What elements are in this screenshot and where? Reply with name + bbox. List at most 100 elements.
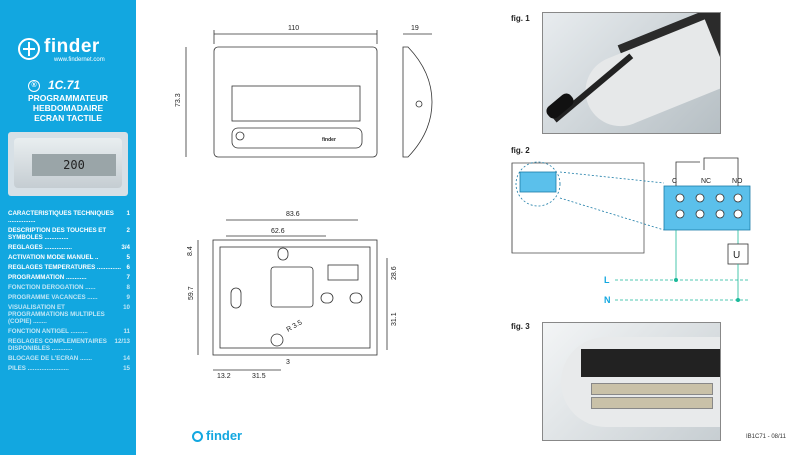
toc-item-label: VISUALISATION ET PROGRAMMATIONS MULTIPLE… — [8, 304, 105, 325]
dim-width-label: 110 — [288, 25, 299, 32]
front-button — [235, 131, 245, 141]
front-screen-outline — [231, 85, 361, 122]
finder-logo-icon — [18, 38, 40, 60]
brand-name: finder — [44, 36, 100, 57]
terminal-block — [327, 264, 359, 281]
side-outline — [402, 46, 433, 158]
toc-item-page: 7 — [126, 274, 130, 281]
registered-icon: ® — [28, 79, 40, 92]
mount-slot-right — [349, 292, 363, 304]
toc-item[interactable]: FONCTION ANTIGEL .......... 11 — [8, 328, 130, 335]
mount-slot-mid — [320, 292, 334, 304]
back-inner-outline — [219, 246, 371, 349]
toc-item-label: REGLAGES COMPLEMENTAIRES DISPONIBLES ...… — [8, 338, 107, 352]
toc-item-page: 10 — [123, 304, 130, 311]
toc-item[interactable]: VISUALISATION ET PROGRAMMATIONS MULTIPLE… — [8, 304, 130, 325]
front-outline — [213, 46, 378, 158]
back-outline — [212, 239, 378, 356]
dim-31-label: 31.1 — [391, 312, 398, 326]
side-screw — [415, 100, 423, 108]
title-line: ECRAN TACTILE — [34, 113, 102, 123]
screw-hole — [270, 333, 284, 347]
dim-59-label: 59.7 — [188, 286, 195, 300]
toc-item-label: PROGRAMME VACANCES ...... — [8, 294, 98, 301]
dim-28-label: 28.6 — [391, 266, 398, 280]
toc-item-page: 15 — [123, 365, 130, 372]
toc-item[interactable]: DESCRIPTION DES TOUCHES ET SYMBOLES ....… — [8, 227, 130, 241]
terminal-nc-label: NC — [701, 178, 711, 185]
toc-item[interactable]: ACTIVATION MODE MANUEL ..5 — [8, 254, 130, 261]
footer-logo: finder — [192, 428, 242, 443]
model-number: ® 1C.71 — [28, 78, 80, 92]
title-line: PROGRAMMATEUR — [27, 93, 109, 103]
finder-logo-icon — [192, 431, 203, 443]
sidebar: finder www.findernet.com ® 1C.71 PROGRAMM… — [0, 0, 136, 455]
battery-icon — [591, 397, 713, 409]
front-view-drawing — [185, 30, 433, 158]
back-view-drawing — [197, 219, 388, 371]
table-of-contents: CARACTERISTIQUES TECHNIQUES ............… — [8, 210, 130, 375]
toc-item[interactable]: BLOCAGE DE L'ECRAN ....... 14 — [8, 355, 130, 362]
front-base-outline — [231, 127, 363, 149]
toc-item-page: 14 — [123, 355, 130, 362]
toc-item-label: FONCTION ANTIGEL .......... — [8, 328, 88, 335]
neutral-n-label: N — [604, 295, 611, 305]
mount-slot-top — [277, 247, 289, 261]
small-terminal — [519, 171, 557, 193]
product-title: PROGRAMMATEUR HEBDOMADAIRE ECRAN TACTILE — [0, 93, 136, 123]
device-photo: 200 — [8, 132, 128, 196]
toc-item-label: REGLAGES TEMPERATURES .............. — [8, 264, 121, 271]
back-window — [270, 266, 314, 308]
terminal-no-label: NO — [732, 178, 743, 185]
toc-item-label: REGLAGES ................ — [8, 244, 72, 251]
brand-url: www.findernet.com — [54, 57, 105, 63]
zoom-circle — [515, 161, 561, 207]
dim-13-label: 13.2 — [217, 373, 231, 380]
model-label: 1C.71 — [48, 78, 81, 92]
toc-item[interactable]: PROGRAMME VACANCES ...... 9 — [8, 294, 130, 301]
toc-item[interactable]: REGLAGES TEMPERATURES ..............6 — [8, 264, 130, 271]
toc-item-label: DESCRIPTION DES TOUCHES ET SYMBOLES ....… — [8, 227, 107, 241]
battery-icon — [591, 383, 713, 395]
load-u-label: U — [733, 250, 740, 261]
toc-item-label: FONCTION DEROGATION ...... — [8, 284, 96, 291]
toc-item-label: PILES ........................ — [8, 365, 69, 372]
toc-item[interactable]: PILES ........................ 15 — [8, 365, 130, 372]
fig3-label: fig. 3 — [511, 322, 530, 331]
footer-brand-name: finder — [206, 428, 243, 443]
wiring-diagram — [511, 157, 751, 302]
toc-item-label: PROGRAMMATION ............ — [8, 274, 87, 281]
toc-item-page: 5 — [126, 254, 130, 261]
toc-item[interactable]: REGLAGES COMPLEMENTAIRES DISPONIBLES ...… — [8, 338, 130, 352]
toc-item-page: 1 — [126, 210, 130, 217]
device-screen-dark — [581, 349, 720, 377]
front-logo-text: finder — [322, 137, 336, 143]
document-ref: IB1C71 - 08/11 — [746, 434, 786, 440]
fig2-label: fig. 2 — [511, 146, 530, 155]
toc-item-page: 9 — [126, 294, 130, 301]
dim-8-label: 8.4 — [187, 246, 194, 256]
dim-3-label: 3 — [286, 359, 290, 366]
dim-depth-label: 19 — [411, 25, 419, 32]
toc-item[interactable]: REGLAGES ................ 3/4 — [8, 244, 130, 251]
fig1-photo — [542, 12, 721, 134]
phase-l-label: L — [604, 275, 610, 285]
terminal-block-large — [663, 185, 751, 231]
mount-slot-left — [230, 287, 242, 309]
toc-item-page: 3/4 — [121, 244, 130, 251]
toc-item-page: 11 — [123, 328, 130, 335]
dim-83-label: 83.6 — [286, 211, 300, 218]
terminal-c-label: C — [672, 178, 677, 185]
toc-item[interactable]: FONCTION DEROGATION ...... 8 — [8, 284, 130, 291]
toc-item[interactable]: PROGRAMMATION ............ 7 — [8, 274, 130, 281]
toc-item[interactable]: CARACTERISTIQUES TECHNIQUES ............… — [8, 210, 130, 224]
device-screen: 200 — [32, 154, 116, 176]
finder-logo: finder www.findernet.com — [18, 36, 128, 68]
toc-item-page: 12/13 — [114, 338, 130, 345]
dim-r35-label: R 3.5 — [286, 319, 304, 333]
toc-item-label: BLOCAGE DE L'ECRAN ....... — [8, 355, 92, 362]
dim-315-label: 31.5 — [252, 373, 266, 380]
toc-item-page: 2 — [126, 227, 130, 234]
toc-item-page: 8 — [126, 284, 130, 291]
